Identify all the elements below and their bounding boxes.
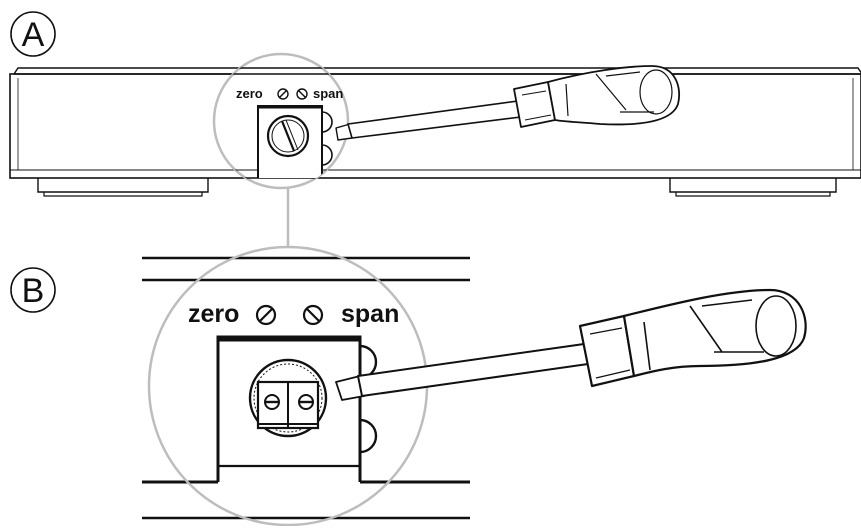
screwdriver-icon-a: [335, 65, 680, 141]
magnified-area-b: zero span: [147, 245, 429, 527]
panel-a-circle: [10, 11, 56, 57]
zero-label-b: zero: [188, 300, 239, 328]
span-label-a: span: [313, 86, 343, 101]
span-label-b: span: [341, 300, 399, 328]
span-screw-icon-a: [296, 88, 308, 100]
trim-screw-right-icon: [298, 394, 314, 410]
zero-screw-icon-a: [277, 88, 289, 100]
device-housing: [9, 67, 861, 197]
panel-a-label: A: [22, 16, 45, 54]
zero-label-a: zero: [236, 86, 263, 101]
panel-b-label: B: [22, 272, 45, 310]
panel-b-circle: [10, 267, 56, 313]
span-screw-icon-b: [302, 304, 324, 326]
screwdriver-icon-b: [335, 288, 807, 401]
potentiometer-dial-b: [248, 358, 328, 438]
panel-b-marker: B: [10, 267, 56, 313]
zero-screw-icon-b: [255, 304, 277, 326]
trim-screw-left-icon: [264, 394, 280, 410]
panel-a-marker: A: [10, 11, 56, 57]
